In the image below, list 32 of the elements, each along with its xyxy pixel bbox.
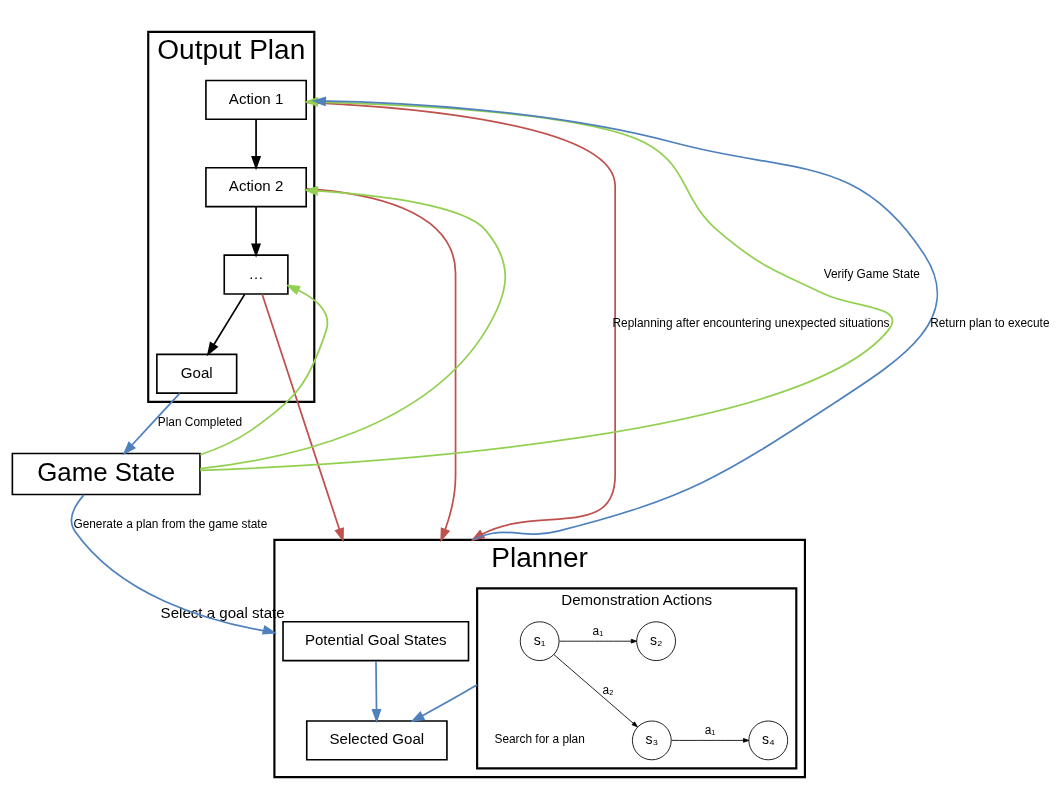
arrow bbox=[553, 654, 638, 728]
edge-label: Verify Game State bbox=[823, 266, 920, 281]
arrow bbox=[251, 118, 262, 171]
node-circle: s₂ bbox=[636, 621, 676, 662]
arrow bbox=[671, 738, 750, 743]
arrow bbox=[199, 185, 507, 470]
arrow bbox=[251, 205, 262, 258]
arrow bbox=[559, 638, 638, 644]
node-box: Goal bbox=[156, 353, 238, 394]
node-box: Action 2 bbox=[205, 167, 307, 208]
edge-label: a₁ bbox=[704, 722, 716, 737]
edge-label: a₂ bbox=[602, 682, 614, 697]
edge-label: Return plan to execute bbox=[930, 316, 1050, 331]
node-box: Game State bbox=[11, 452, 201, 496]
node-box: Selected Goal bbox=[305, 720, 448, 761]
node-circle: s₄ bbox=[748, 720, 789, 761]
arrow bbox=[206, 293, 246, 357]
node-circle: s₁ bbox=[519, 621, 560, 662]
arrow bbox=[122, 392, 181, 456]
arrow bbox=[371, 660, 382, 724]
arrow bbox=[261, 293, 344, 543]
edge-label: Plan Completed bbox=[157, 415, 243, 430]
node-box: Action 1 bbox=[205, 79, 307, 121]
node-box: … bbox=[223, 254, 289, 295]
arrow bbox=[410, 684, 478, 723]
edge-label: Generate a plan from the game state bbox=[73, 516, 268, 531]
node-label: Search for a plan bbox=[494, 732, 585, 747]
arrow bbox=[305, 188, 457, 543]
edge-label: a₁ bbox=[592, 623, 604, 638]
node-box: Potential Goal States bbox=[282, 620, 470, 662]
arrow bbox=[199, 284, 329, 456]
arrow bbox=[70, 494, 277, 635]
